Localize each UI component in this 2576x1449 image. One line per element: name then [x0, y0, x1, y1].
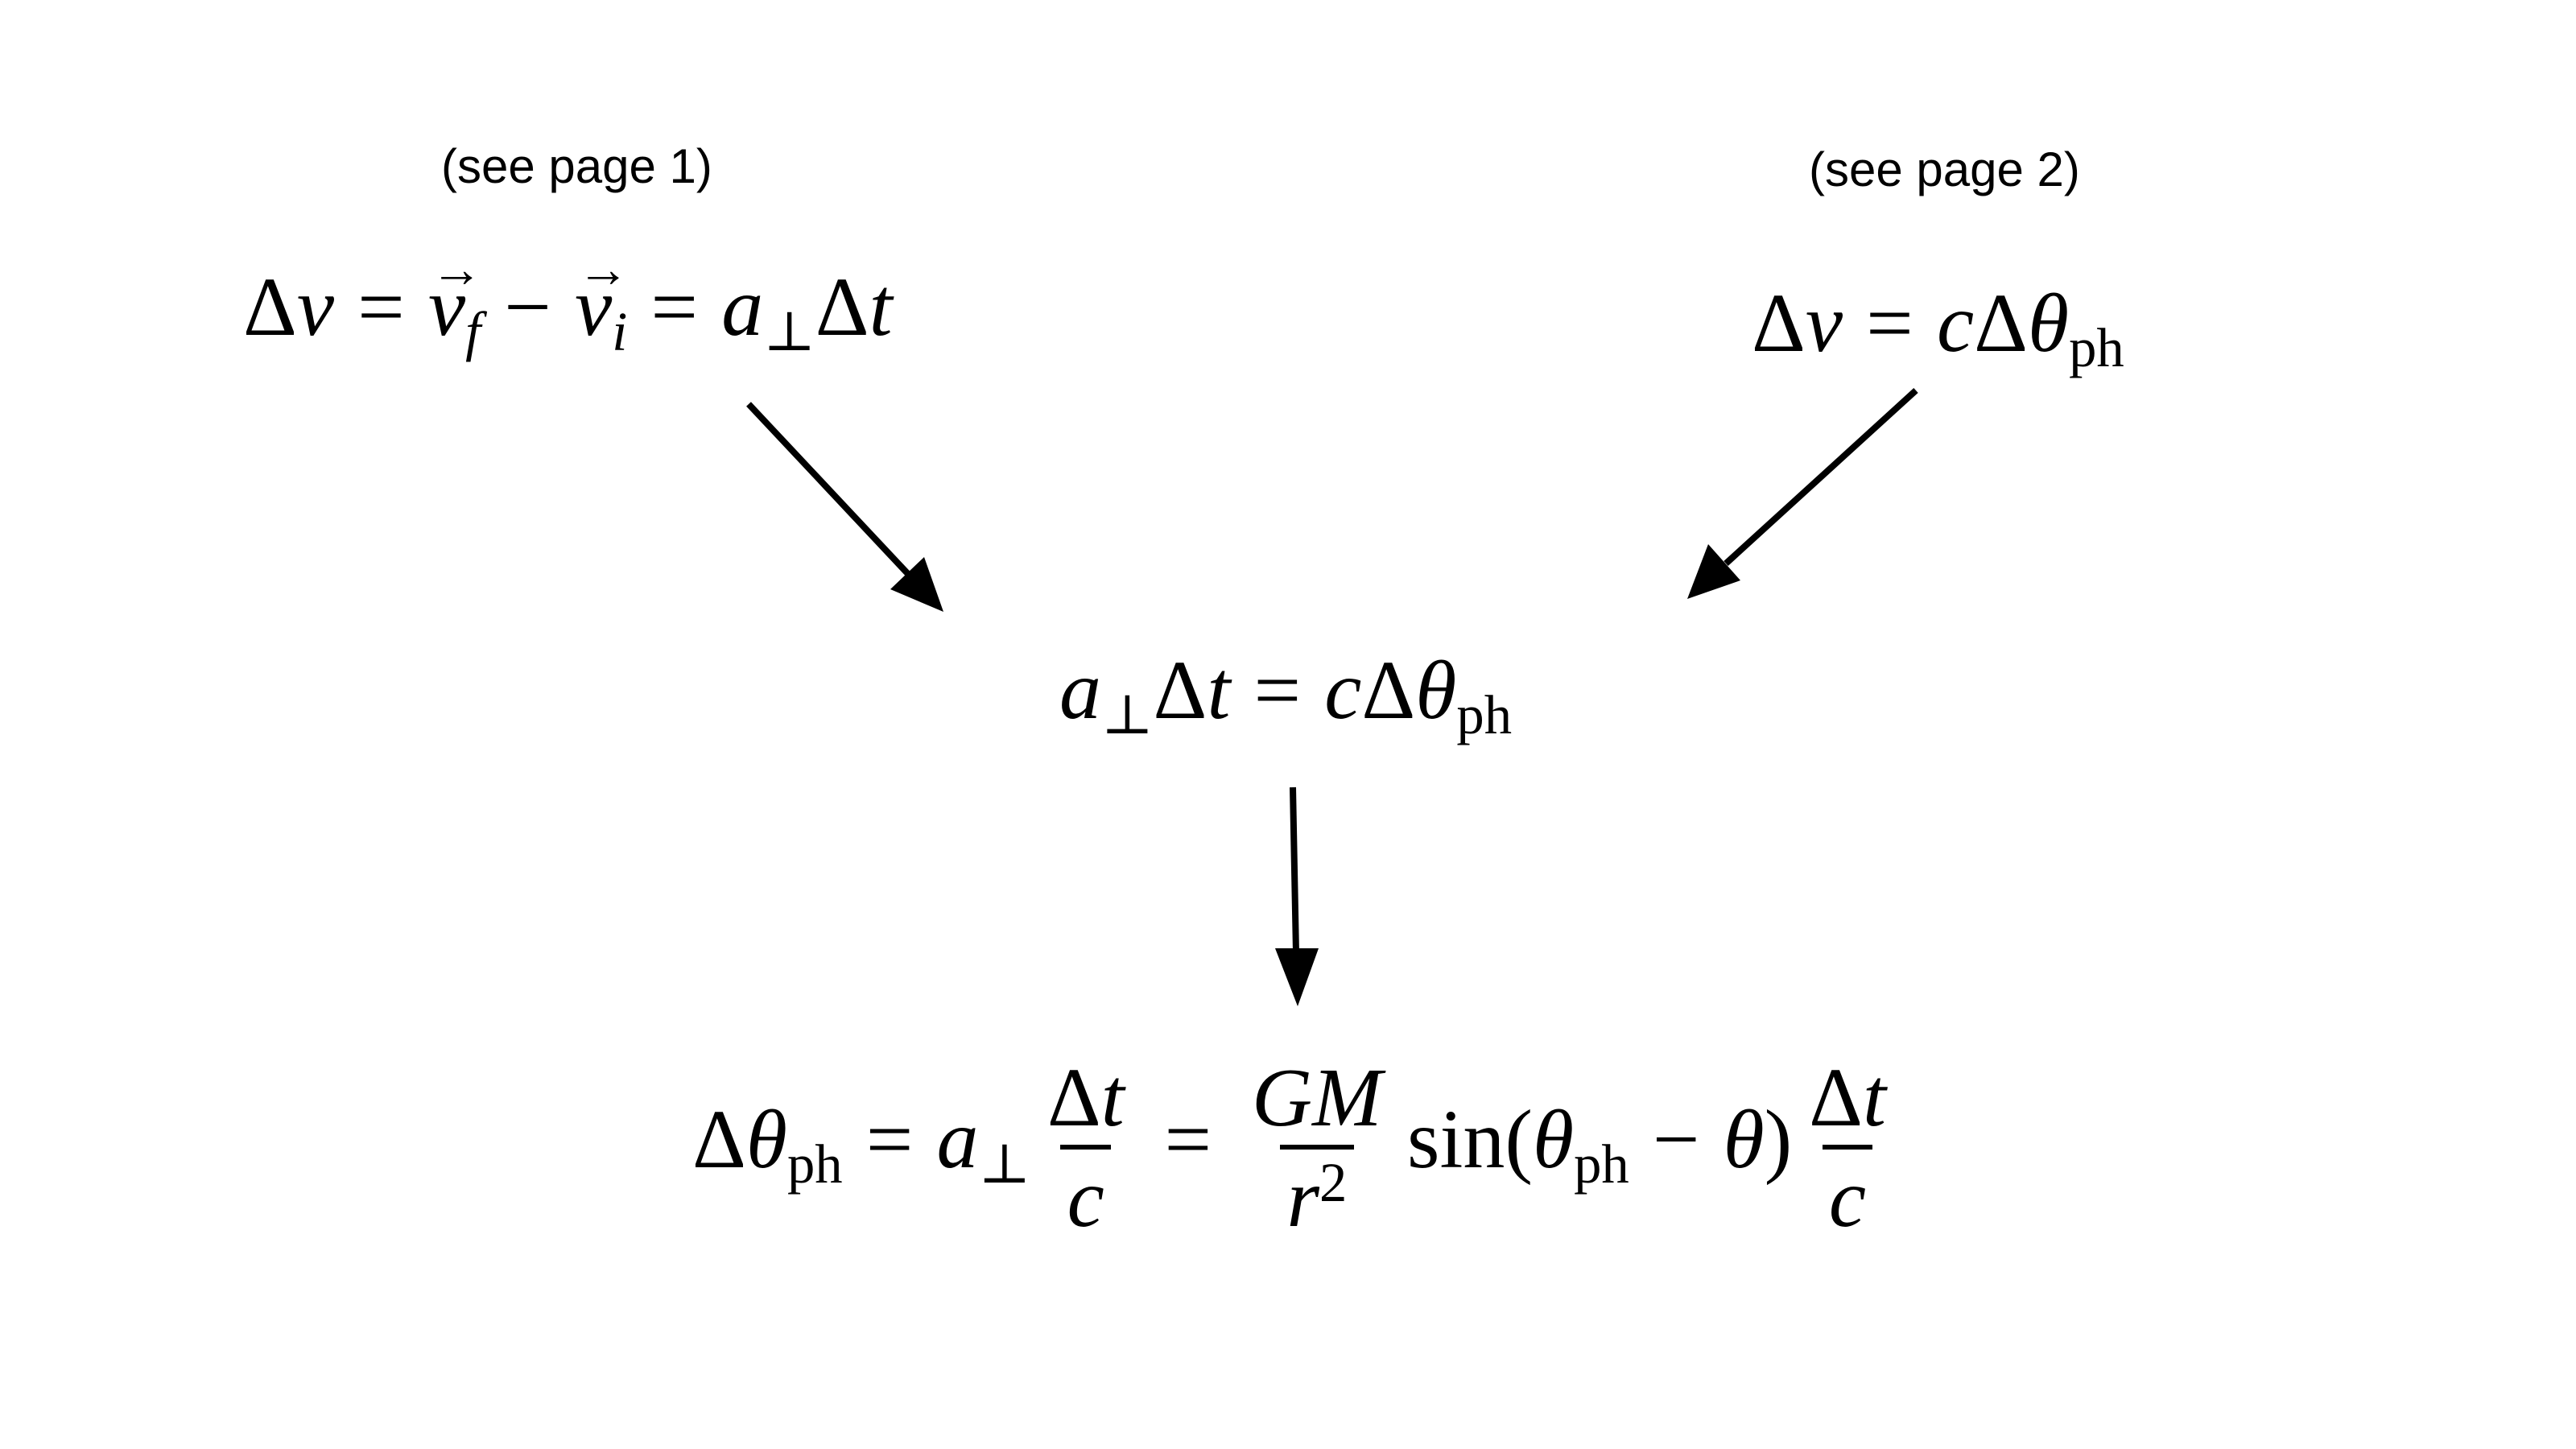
arrow-middle-to-bottom: [1275, 786, 1319, 1006]
vector-v-final: v: [428, 244, 483, 349]
arrow-left-to-middle: [746, 402, 943, 612]
vector-v-initial: v: [575, 244, 630, 349]
see-page-2-note: (see page 2): [1809, 142, 2080, 196]
equation-velocity-change-acceleration: Δv=vf−vi=a⊥Δt: [243, 244, 893, 360]
see-page-1-note: (see page 1): [441, 139, 712, 193]
equation-velocity-change-photon-angle: Δv=cΔθph: [1752, 277, 2124, 379]
equation-combined: a⊥Δt=cΔθph: [1059, 644, 1512, 746]
arrow-right-to-middle: [1687, 388, 1918, 599]
